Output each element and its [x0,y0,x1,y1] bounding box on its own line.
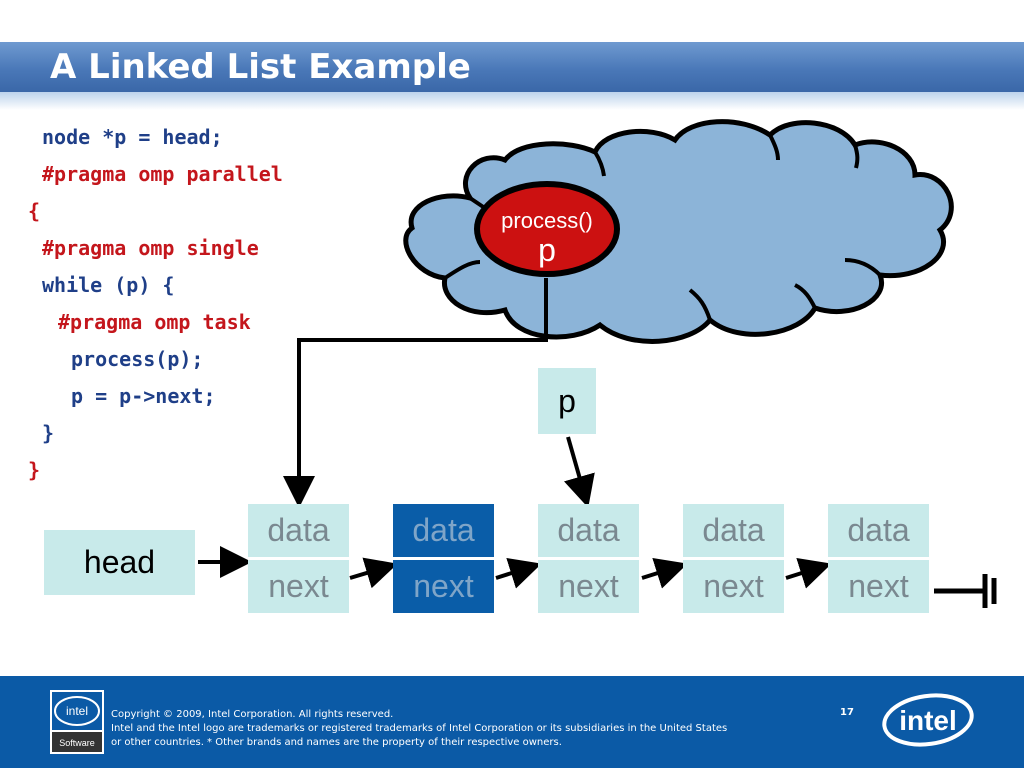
footer-legal-text: Copyright © 2009, Intel Corporation. All… [111,708,727,750]
node-4-data: data [683,504,784,557]
node-5-data: data [828,504,929,557]
code-line-2: #pragma omp parallel [42,162,283,186]
node-4-next: next [683,560,784,613]
task-process-var: p [538,232,556,268]
node-1-data: data [248,504,349,557]
task-process-label: process() [501,208,593,233]
node-3-data: data [538,504,639,557]
code-line-4: #pragma omp single [42,236,259,260]
next-arrow-1 [349,557,398,589]
intel-software-logo: intel Software [50,690,104,754]
next-arrow-3 [641,557,688,589]
node-2-data: data [393,504,494,557]
pointer-p-box: p [538,368,596,434]
page-number: 17 [840,707,854,718]
code-line-7: process(p); [71,347,204,371]
code-line-5: while (p) { [42,273,175,297]
intel-logo-text: intel [899,705,957,736]
code-line-6: #pragma omp task [58,310,251,334]
code-line-9: } [42,421,55,445]
code-line-8: p = p->next; [71,384,216,408]
task-connector-line [283,278,548,508]
title-bar-fade [0,92,1024,110]
footer-line-1: Copyright © 2009, Intel Corporation. All… [111,709,394,720]
footer-line-2: Intel and the Intel logo are trademarks … [111,723,728,734]
p-pointer-arrow [564,436,595,508]
code-line-10: } [28,458,41,482]
null-terminator-icon [934,574,997,608]
task-process-oval: process() p [474,181,620,277]
software-logo-sub: Software [59,738,95,748]
next-arrow-2 [495,557,542,589]
node-1-next: next [248,560,349,613]
footer-bar [0,676,1024,768]
code-line-1: node *p = head; [42,125,223,149]
code-line-3: { [28,199,41,223]
head-box: head [44,530,195,595]
intel-logo: intel [882,693,974,747]
slide-title: A Linked List Example [50,47,471,87]
cloud-shape [403,119,954,344]
node-3-next: next [538,560,639,613]
node-2-next: next [393,560,494,613]
diagram-graphics [198,119,997,608]
next-arrow-4 [785,557,832,589]
footer-line-3: or other countries. * Other brands and n… [111,737,562,748]
software-logo-text: intel [66,704,88,718]
node-5-next: next [828,560,929,613]
title-bar [0,42,1024,92]
